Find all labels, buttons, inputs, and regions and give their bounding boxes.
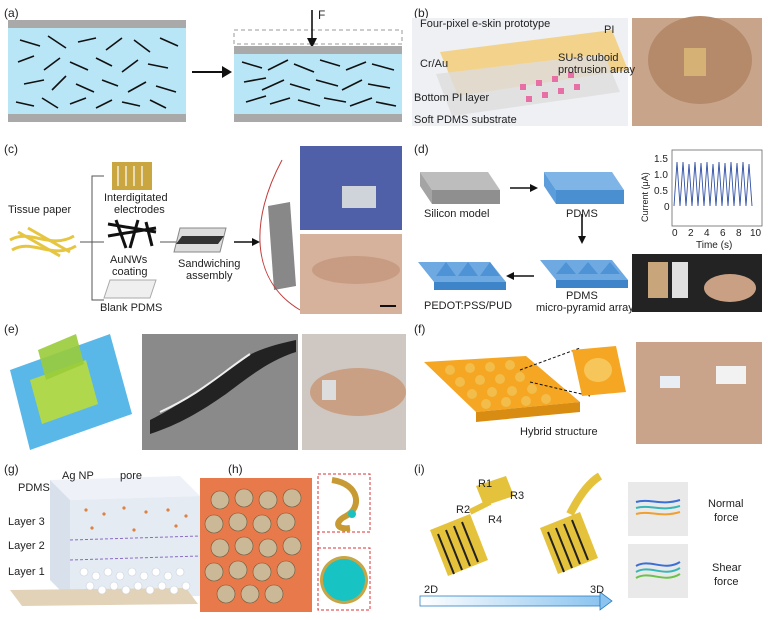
i-r2: R2 xyxy=(456,504,471,516)
c-blank: Blank PDMS xyxy=(100,302,163,314)
b-bottom-pi: Bottom PI layer xyxy=(414,92,490,104)
g-pdms: PDMS xyxy=(18,482,50,494)
d-xtick-1: 2 xyxy=(688,228,694,239)
panel-g-label: (g) xyxy=(4,462,19,476)
d-ytick-1: 1.0 xyxy=(654,170,668,181)
d-xtick-2: 4 xyxy=(704,228,710,239)
d-pyramid-2: micro-pyramid array xyxy=(536,302,634,314)
panel-e-label: (e) xyxy=(4,322,19,336)
i-axis-end: 3D xyxy=(590,584,605,596)
panel-a-label: (a) xyxy=(4,6,19,20)
d-xtick-0: 0 xyxy=(672,228,678,239)
b-cr-au: Cr/Au xyxy=(420,58,449,70)
g-agnp: Ag NP xyxy=(62,470,94,482)
b-su8-1: SU-8 cuboid xyxy=(558,52,619,64)
d-xlabel: Time (s) xyxy=(696,240,733,251)
g-layer2: Layer 2 xyxy=(8,540,45,552)
i-r3: R3 xyxy=(510,490,525,502)
i-axis-start: 2D xyxy=(424,584,439,596)
panel-i-label: (i) xyxy=(414,462,425,476)
f-hybrid: Hybrid structure xyxy=(520,426,598,438)
force-label: F xyxy=(318,8,326,22)
g-layer1: Layer 1 xyxy=(8,566,45,578)
i-shear-1: Shear xyxy=(712,562,742,574)
d-pyramid-1: PDMS xyxy=(566,290,598,302)
d-xtick-5: 10 xyxy=(750,228,762,239)
b-pdms: Soft PDMS substrate xyxy=(414,114,517,126)
d-pdms: PDMS xyxy=(566,208,598,220)
c-sandwich-2: assembly xyxy=(186,270,233,282)
b-title: Four-pixel e-skin prototype xyxy=(420,18,551,30)
c-aunws-1: AuNWs xyxy=(110,254,148,266)
panel-c-label: (c) xyxy=(4,142,18,156)
i-normal-2: force xyxy=(714,512,739,524)
g-pore: pore xyxy=(120,470,143,482)
d-xtick-4: 8 xyxy=(736,228,742,239)
d-xtick-3: 6 xyxy=(720,228,726,239)
i-r4: R4 xyxy=(488,514,503,526)
d-ytick-0: 1.5 xyxy=(654,154,668,165)
i-r1: R1 xyxy=(478,478,493,490)
panel-d-label: (d) xyxy=(414,142,429,156)
c-sandwich-1: Sandwiching xyxy=(178,258,241,270)
g-layer3: Layer 3 xyxy=(8,516,45,528)
d-ytick-3: 0 xyxy=(664,202,670,213)
d-ytick-2: 0.5 xyxy=(654,186,668,197)
d-pedot: PEDOT:PSS/PUD xyxy=(424,300,513,312)
b-pi: PI xyxy=(604,24,615,36)
i-shear-2: force xyxy=(714,576,739,588)
b-su8-2: protrusion array xyxy=(558,64,636,76)
c-aunws-2: coating xyxy=(112,266,148,278)
c-tissue: Tissue paper xyxy=(8,204,72,216)
panel-b-label: (b) xyxy=(414,6,429,20)
i-normal-1: Normal xyxy=(708,498,744,510)
d-silicon: Silicon model xyxy=(424,208,490,220)
c-electrodes-2: electrodes xyxy=(114,204,165,216)
panel-h-label: (h) xyxy=(228,462,243,476)
panel-f-label: (f) xyxy=(414,322,426,336)
c-electrodes-1: Interdigitated xyxy=(104,192,168,204)
